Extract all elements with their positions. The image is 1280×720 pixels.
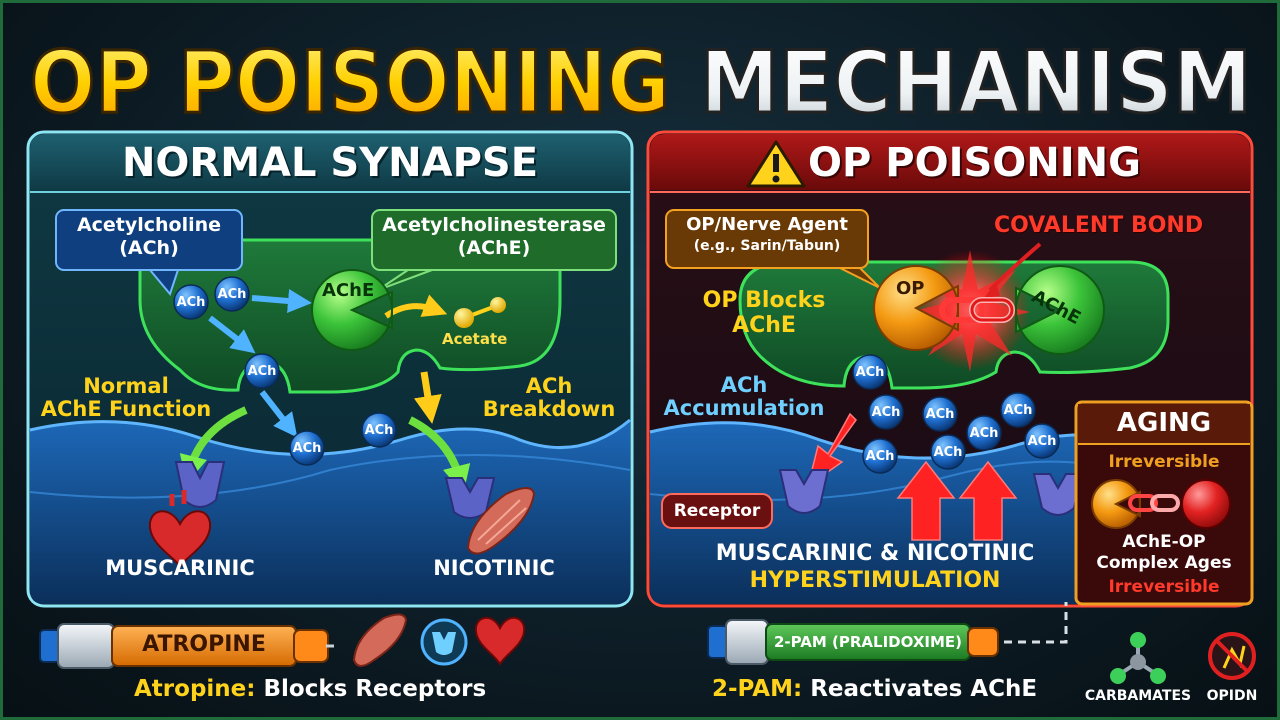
ach-molecule	[244, 353, 280, 389]
caption-rest: Reactivates AChE	[802, 676, 1038, 702]
atropine-caption: Atropine: Blocks Receptors	[134, 676, 486, 702]
heart-icon	[148, 510, 212, 568]
receptor-icon	[1032, 473, 1084, 516]
op-label: OP	[896, 278, 925, 299]
ache-enzyme-icon	[311, 268, 393, 352]
label-line-2: Complex Ages	[1096, 553, 1232, 573]
pralidoxime-injector-label: 2-PAM (PRALIDOXIME)	[773, 633, 963, 651]
warning-icon	[746, 140, 806, 188]
ach-molecule	[289, 430, 325, 466]
ache-enzyme-label: AChE	[322, 280, 375, 301]
heart-icon	[474, 617, 526, 666]
op-blocks-label: OP Blocks AChE	[694, 288, 834, 338]
caption-bold: Atropine:	[134, 676, 256, 702]
pralidoxime-caption: 2-PAM: Reactivates AChE	[712, 676, 1037, 702]
ach-molecule	[173, 284, 209, 320]
ach-accumulation-label: ACh Accumulation	[656, 374, 832, 420]
aging-description: AChE-OP Complex Ages	[1078, 532, 1250, 574]
title-part2: MECHANISM	[700, 33, 1252, 133]
nicotinic-receptor-icon	[444, 477, 496, 519]
ach-label: ACh	[865, 449, 895, 464]
callout-line-2: (AChE)	[457, 237, 531, 259]
aging-panel	[1074, 400, 1254, 606]
carbamate-molecule-icon	[1110, 632, 1166, 684]
ach-label: ACh	[1003, 403, 1033, 418]
chain-icon	[939, 297, 1015, 323]
aging-header: AGING	[1116, 408, 1212, 438]
opidn-label: OPIDN	[1206, 688, 1258, 704]
muscle-icon	[352, 613, 408, 667]
normal-synapse-panel	[26, 130, 634, 608]
muscarinic-label: MUSCARINIC	[105, 556, 255, 580]
ach-molecule	[214, 276, 250, 312]
label-line-2: AChE	[732, 313, 796, 338]
atropine-injector-label: ATROPINE	[142, 632, 266, 657]
normal-synapse-header: NORMAL SYNAPSE	[121, 140, 539, 186]
ach-breakdown-label: ACh Breakdown	[476, 375, 622, 421]
title-part1: OP POISONING	[30, 33, 670, 133]
ach-molecule	[361, 412, 397, 448]
label-line-2: Breakdown	[482, 397, 616, 421]
acetylcholinesterase-callout: Acetylcholinesterase (AChE)	[372, 214, 616, 260]
hyperstimulation-label: MUSCARINIC & NICOTINIC HYPERSTIMULATION	[690, 540, 1060, 594]
receptor-label: Receptor	[673, 501, 761, 521]
muscarinic-receptor-icon	[174, 461, 226, 508]
op-molecule-icon	[873, 264, 959, 352]
ach-label: ACh	[933, 445, 963, 460]
ach-label: ACh	[855, 365, 885, 380]
ache-enzyme-icon	[1015, 264, 1105, 356]
ach-label: ACh	[969, 426, 999, 441]
atropine-autoinjector	[39, 623, 334, 669]
callout-line-1: OP/Nerve Agent	[686, 214, 848, 235]
ach-label: ACh	[247, 364, 277, 379]
title: OP POISONING MECHANISM	[29, 32, 1254, 135]
label-line-1: AChE-OP	[1122, 532, 1206, 552]
muscle-icon	[466, 487, 536, 555]
label-line-2: AChE Function	[40, 397, 212, 421]
ach-cloud	[852, 354, 1060, 474]
ach-label: ACh	[1027, 434, 1057, 449]
ach-label: ACh	[217, 287, 247, 302]
irreversible-label: Irreversible	[1108, 577, 1220, 597]
callout-line-2: (e.g., Sarin/Tabun)	[693, 238, 841, 254]
label-line-1: Normal	[83, 374, 169, 398]
label-line-1: OP Blocks	[702, 288, 826, 313]
nerve-agent-callout: OP/Nerve Agent (e.g., Sarin/Tabun)	[666, 214, 868, 256]
acetylcholine-callout: Acetylcholine (ACh)	[56, 214, 242, 260]
ach-label: ACh	[292, 441, 322, 456]
ach-label: ACh	[176, 295, 206, 310]
ach-label: ACh	[364, 423, 394, 438]
ach-label: ACh	[871, 405, 901, 420]
label-line-2: Accumulation	[663, 396, 825, 420]
ach-label: ACh	[925, 407, 955, 422]
callout-line-2: (ACh)	[119, 237, 179, 259]
label-line-1: MUSCARINIC & NICOTINIC	[715, 541, 1035, 566]
label-line-1: ACh	[720, 373, 768, 397]
acetate-label: Acetate	[442, 330, 508, 348]
opidn-prohibited-icon	[1208, 632, 1256, 680]
covalent-bond-label: COVALENT BOND	[994, 213, 1204, 238]
callout-line-1: Acetylcholinesterase	[382, 214, 606, 236]
nicotinic-label: NICOTINIC	[433, 556, 555, 580]
label-line-2: HYPERSTIMULATION	[749, 568, 1001, 593]
caption-rest: Blocks Receptors	[255, 676, 487, 702]
carbamates-label: CARBAMATES	[1084, 688, 1192, 704]
normal-function-label: Normal AChE Function	[36, 375, 216, 421]
op-poisoning-header: OP POISONING	[808, 140, 1141, 186]
irreversible-label: Irreversible	[1108, 452, 1220, 472]
caption-bold: 2-PAM:	[712, 676, 803, 702]
callout-line-1: Acetylcholine	[76, 214, 222, 236]
label-line-1: ACh	[525, 374, 573, 398]
receptor-icon	[420, 618, 468, 666]
pralidoxime-autoinjector	[707, 619, 999, 665]
receptor-icon	[778, 469, 830, 514]
